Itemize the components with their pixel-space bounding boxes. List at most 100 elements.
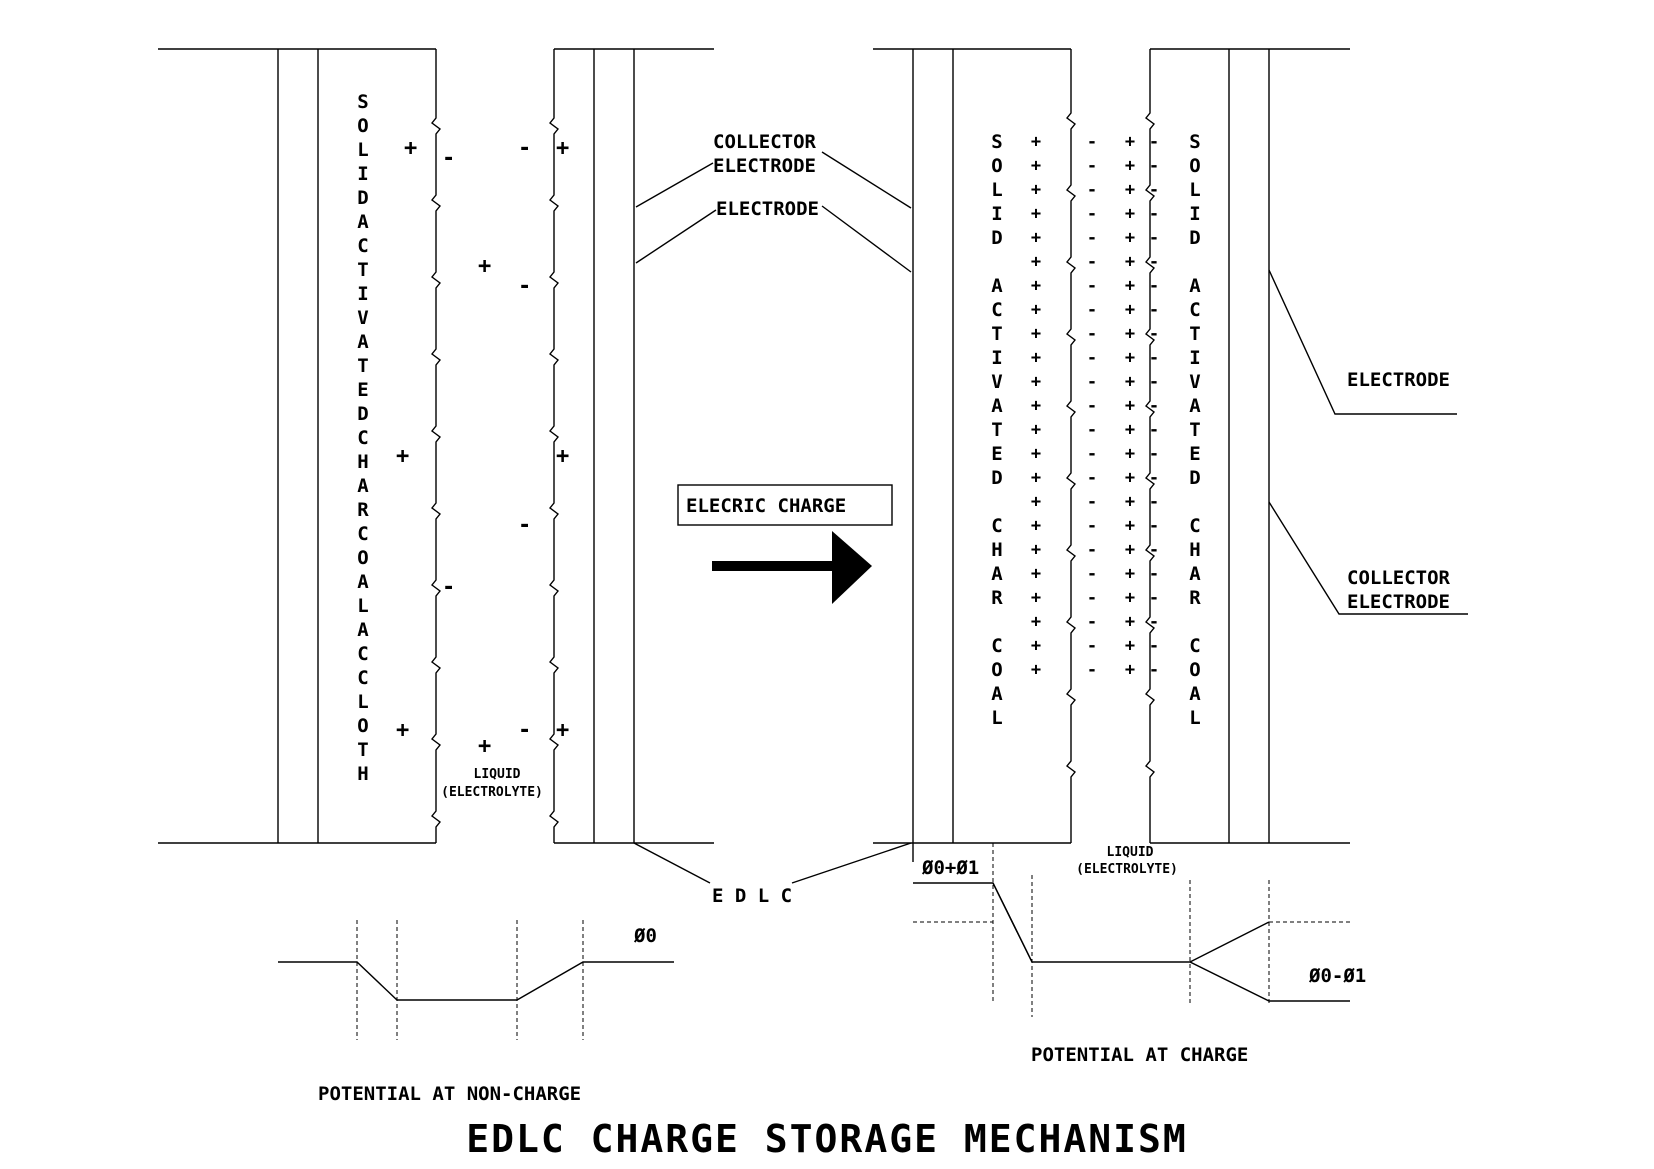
left-electrolyte-label: (ELECTROLYTE) — [441, 785, 543, 800]
material-letter: T — [357, 355, 368, 377]
plus-sign: + — [1125, 468, 1135, 488]
material-letter: V — [991, 371, 1002, 393]
phi-zero-label: Ø0 — [633, 925, 657, 947]
minus-sign: - — [1149, 300, 1159, 320]
minus-sign: - — [1087, 156, 1097, 176]
plus-sign: + — [1031, 444, 1041, 464]
material-letter: A — [357, 211, 369, 233]
minus-sign: - — [1149, 396, 1159, 416]
minus-sign: - — [1087, 420, 1097, 440]
plus-sign: + — [1031, 204, 1041, 224]
plus-sign: + — [1031, 492, 1041, 512]
right-electrode-label: ELECTRODE — [1347, 369, 1450, 391]
material-letter: D — [1189, 227, 1200, 249]
plus-sign: + — [1125, 132, 1135, 152]
plus-sign: + — [1125, 372, 1135, 392]
minus-sign: - — [1087, 492, 1097, 512]
non-charge-potential-label: POTENTIAL AT NON-CHARGE — [318, 1083, 581, 1105]
minus-sign: - — [1087, 612, 1097, 632]
material-letter: T — [991, 419, 1002, 441]
material-letter: L — [357, 595, 368, 617]
right-charges: +++++++++++++++++++++++-----------------… — [1031, 132, 1159, 680]
material-letter: L — [991, 707, 1002, 729]
collector-leader-left — [635, 162, 714, 208]
plus-sign: + — [1031, 468, 1041, 488]
plus-sign: + — [1031, 276, 1041, 296]
charge-potential-curve — [913, 882, 1350, 1002]
plus-sign: + — [1125, 180, 1135, 200]
minus-sign: - — [1149, 636, 1159, 656]
minus-sign: - — [1149, 492, 1159, 512]
material-letter: A — [1189, 275, 1201, 297]
minus-sign: - — [1149, 228, 1159, 248]
material-letter: A — [991, 563, 1003, 585]
material-letter: C — [357, 643, 368, 665]
plus-sign: + — [1125, 636, 1135, 656]
plus-sign: + — [1125, 564, 1135, 584]
minus-sign: - — [1149, 348, 1159, 368]
minus-sign: - — [1149, 420, 1159, 440]
collector-electrode-label-line1: COLLECTOR — [713, 131, 817, 153]
material-letter: H — [357, 763, 368, 785]
plus-sign: + — [1031, 516, 1041, 536]
plus-sign: + — [1125, 156, 1135, 176]
electrode-leader-right — [821, 205, 912, 273]
phi-minus-label: Ø0-Ø1 — [1308, 965, 1366, 987]
material-letter: O — [357, 715, 368, 737]
edlc-leader-left — [633, 842, 711, 884]
right-liquid-label: LIQUID — [1107, 845, 1154, 860]
right-electrode-leader — [1268, 269, 1457, 415]
minus-sign: - — [1087, 276, 1097, 296]
minus-sign: - — [1087, 300, 1097, 320]
plus-sign: + — [1125, 396, 1135, 416]
electric-charge-box — [677, 484, 893, 526]
plus-sign: + — [1031, 372, 1041, 392]
minus-sign: - — [1087, 372, 1097, 392]
plus-sign: + — [1031, 252, 1041, 272]
minus-sign: - — [1087, 252, 1097, 272]
material-letter: R — [357, 499, 369, 521]
material-letter: I — [991, 347, 1002, 369]
material-letter: O — [1189, 155, 1200, 177]
material-letter: C — [357, 667, 368, 689]
material-letter: C — [1189, 635, 1200, 657]
minus-sign: - — [1087, 204, 1097, 224]
right-right-zigzag-interface — [1145, 49, 1155, 843]
material-letter: C — [1189, 299, 1200, 321]
minus-sign: - — [442, 146, 455, 171]
phi-plus-label: Ø0+Ø1 — [921, 857, 979, 879]
minus-sign: - — [1087, 468, 1097, 488]
material-letter: A — [357, 331, 369, 353]
material-letter: C — [357, 523, 368, 545]
plus-sign: + — [1031, 300, 1041, 320]
plus-sign: + — [1031, 228, 1041, 248]
plus-sign: + — [556, 444, 569, 469]
plus-sign: + — [1125, 492, 1135, 512]
material-letter: H — [991, 539, 1002, 561]
minus-sign: - — [1149, 324, 1159, 344]
material-letter: L — [1189, 707, 1200, 729]
collector-leader-right — [821, 151, 912, 209]
minus-sign: - — [518, 718, 531, 743]
plus-sign: + — [1031, 132, 1041, 152]
material-letter: I — [357, 283, 368, 305]
material-letter: T — [991, 323, 1002, 345]
material-letter: T — [357, 259, 368, 281]
material-letter: S — [357, 91, 368, 113]
minus-sign: - — [1087, 228, 1097, 248]
charge-potential-label: POTENTIAL AT CHARGE — [1031, 1044, 1248, 1066]
material-letter: O — [357, 547, 368, 569]
plus-sign: + — [1031, 612, 1041, 632]
diagram-title: EDLC CHARGE STORAGE MECHANISM — [466, 1117, 1187, 1161]
right-zigzag-interface — [1066, 49, 1076, 843]
material-letter: T — [1189, 419, 1200, 441]
material-letter: S — [1189, 131, 1200, 153]
non-charge-potential-curve — [278, 961, 674, 1001]
minus-sign: - — [1149, 276, 1159, 296]
material-letter: E — [1189, 443, 1200, 465]
edlc-label: E D L C — [712, 885, 792, 907]
material-letter: A — [991, 275, 1003, 297]
